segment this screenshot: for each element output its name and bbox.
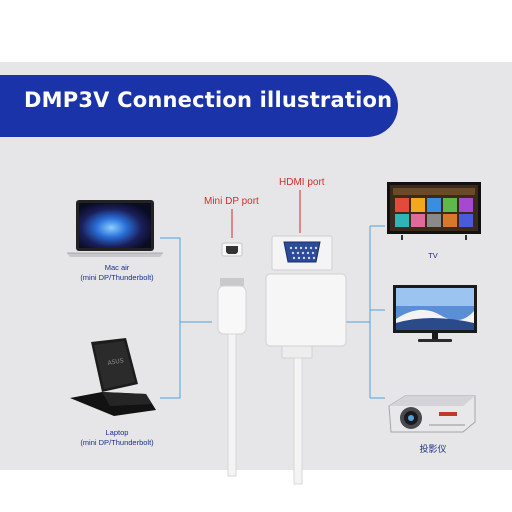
hdmi-connector-icon [271, 235, 333, 271]
gaming-laptop-icon: ASUS [70, 338, 156, 416]
laptop-name: Laptop [105, 428, 129, 437]
mini-dp-connector-icon [221, 242, 243, 257]
monitor-icon [393, 285, 477, 342]
macair-label: Mac air (mini DP/Thunderbolt) [62, 263, 172, 283]
adapter-body-icon [265, 273, 347, 485]
page-title: DMP3V Connection illustration [24, 88, 393, 112]
laptop-label: Laptop (mini DP/Thunderbolt) [62, 428, 172, 448]
projector-icon [388, 395, 476, 433]
svg-text:ASUS: ASUS [107, 357, 124, 367]
tv-icon [387, 182, 481, 240]
macbook-air-icon [67, 200, 163, 257]
minidp-port-label: Mini DP port [204, 196, 259, 207]
tv-label: TV [428, 251, 438, 260]
laptop-port-type: (mini DP/Thunderbolt) [80, 438, 154, 447]
macair-port-type: (mini DP/Thunderbolt) [80, 273, 154, 282]
hdmi-port-label: HDMI port [279, 177, 325, 188]
mini-dp-cable-icon [217, 278, 247, 477]
macair-name: Mac air [104, 263, 130, 272]
title-banner [0, 75, 398, 137]
projector-label: 投影仪 [419, 444, 447, 454]
